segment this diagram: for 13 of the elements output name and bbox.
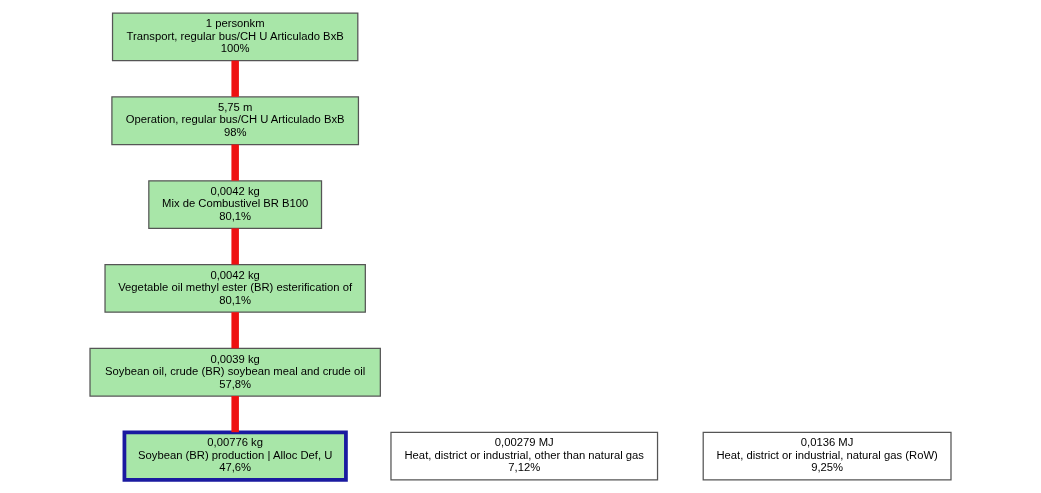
node-box: 5,75 m Operation, regular bus/CH U Articulado BxB 98% xyxy=(111,96,360,146)
node-box: 0,00279 MJ Heat, district or industrial, other than natural gas 7,12% xyxy=(390,431,659,481)
node-box: 1 personkm Transport, regular bus/CH U Articulado BxB 100% xyxy=(111,12,359,62)
connector xyxy=(231,396,239,433)
connector xyxy=(231,228,239,265)
connector xyxy=(231,312,239,349)
node-box: 0,0136 MJ Heat, district or industrial, natural gas (RoW) 9,25% xyxy=(702,431,952,481)
connector xyxy=(231,60,239,97)
connector xyxy=(231,144,239,181)
node-box: 0,0042 kg Vegetable oil methyl ester (BR) esterification of 80,1% xyxy=(104,264,366,313)
node-box: 0,0039 kg Soybean oil, crude (BR) soybean meal and crude oil 57,8% xyxy=(89,347,381,397)
node-box: 0,0042 kg Mix de Combustivel BR B100 80,1% xyxy=(148,180,323,229)
node-box: 0,00776 kg Soybean (BR) production | Alloc Def, U 47,6% xyxy=(122,430,348,482)
